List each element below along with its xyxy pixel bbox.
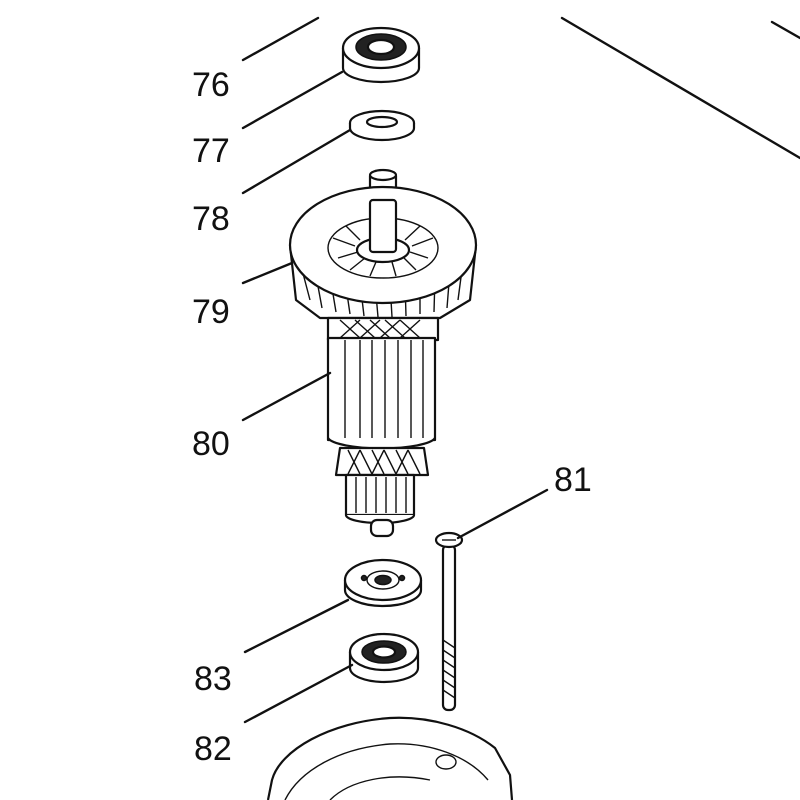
label-82: 82 bbox=[194, 730, 232, 768]
label-79: 79 bbox=[192, 293, 230, 331]
label-83: 83 bbox=[194, 660, 232, 698]
label-77: 77 bbox=[192, 132, 230, 170]
part-82-bearing bbox=[348, 632, 420, 684]
housing-outline-lines bbox=[241, 16, 800, 160]
part-76-bearing bbox=[341, 26, 421, 84]
leader-lines bbox=[241, 70, 549, 724]
part-77-washer bbox=[348, 109, 416, 142]
label-80: 80 bbox=[192, 425, 230, 463]
label-81: 81 bbox=[554, 461, 592, 499]
part-81-screw bbox=[434, 531, 464, 712]
label-78: 78 bbox=[192, 200, 230, 238]
part-83-baffle bbox=[343, 558, 423, 608]
fan-hub-ribs bbox=[332, 225, 434, 277]
bottom-housing bbox=[266, 716, 514, 800]
part-79-80-armature bbox=[288, 168, 478, 538]
label-76: 76 bbox=[192, 66, 230, 104]
